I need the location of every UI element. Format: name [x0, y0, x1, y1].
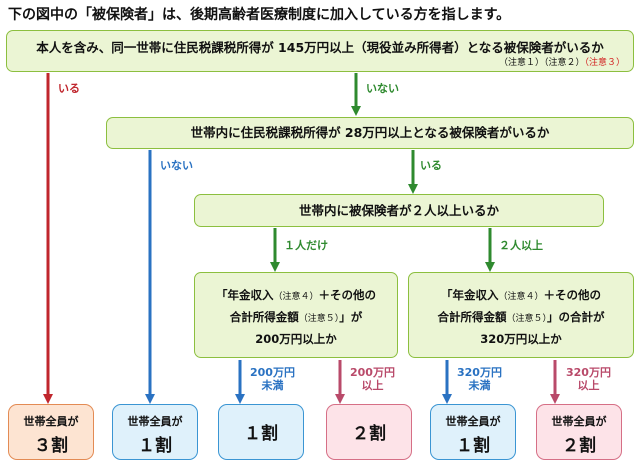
label-q4-over: 200万円 以上 [350, 366, 395, 392]
q4-note-4: （注意４） [273, 292, 319, 302]
question-4-box: 「年金収入（注意４）＋その他の 合計所得金額（注意５）」が 200万円以上か [194, 272, 398, 358]
label-q4-under-word: 未満 [261, 379, 284, 392]
label-q1-no: いない [366, 82, 399, 95]
result-2-line-1: 世帯全員が [127, 415, 183, 428]
q4-text-b: ＋その他の [318, 288, 377, 302]
q5-text-b: ＋その他の [543, 288, 602, 302]
question-3-text: 世帯内に被保険者が２人以上いるか [298, 203, 499, 218]
question-4-line-3: 200万円以上か [255, 332, 337, 346]
result-box-4: ２割 [326, 404, 412, 460]
label-q4-over-amount: 200万円 [350, 366, 395, 379]
label-q3-two: ２人以上 [499, 239, 543, 252]
result-box-1: 世帯全員が ３割 [8, 404, 94, 460]
result-5-line-1: 世帯全員が [445, 415, 501, 428]
q5-note-4: （注意４） [498, 292, 544, 302]
result-1-line-2: ３割 [34, 436, 68, 456]
q4-text-c: 合計所得金額 [229, 310, 299, 324]
note-3: （注意３） [584, 58, 625, 68]
q5-text-d: 」の合計が [547, 310, 605, 324]
question-3-box: 世帯内に被保険者が２人以上いるか [194, 194, 604, 227]
result-6-line-1: 世帯全員が [551, 415, 607, 428]
question-1-notes: （注意１）（注意２）（注意３） [499, 55, 625, 68]
label-q5-under-amount: 320万円 [457, 366, 502, 379]
question-4-line-1: 「年金収入（注意４）＋その他の [195, 285, 397, 307]
result-box-3: １割 [218, 404, 304, 460]
question-5-line-2: 合計所得金額（注意５）」の合計が [409, 307, 633, 329]
question-1-text: 本人を含み、同一世帯に住民税課税所得が 145万円以上（現役並み所得者）となる被… [36, 40, 604, 55]
q5-text-c: 合計所得金額 [437, 310, 507, 324]
label-q2-no: いない [160, 159, 193, 172]
result-6-line-2: ２割 [562, 436, 596, 456]
q4-text-d: 」が [339, 310, 363, 324]
q4-text-a: 「年金収入 [215, 288, 274, 302]
label-q5-over: 320万円 以上 [566, 366, 611, 392]
q5-text-a: 「年金収入 [440, 288, 499, 302]
q5-note-5: （注意５） [506, 314, 547, 324]
label-q5-under: 320万円 未満 [457, 366, 502, 392]
label-q5-over-amount: 320万円 [566, 366, 611, 379]
question-4-line-2: 合計所得金額（注意５）」が [195, 307, 397, 329]
result-4-text: ２割 [352, 424, 386, 444]
note-2: （注意２） [543, 58, 585, 68]
intro-text: 下の図中の「被保険者」は、後期高齢者医療制度に加入している方を指します。 [8, 7, 511, 23]
label-q4-under: 200万円 未満 [250, 366, 295, 392]
question-5-box: 「年金収入（注意４）＋その他の 合計所得金額（注意５）」の合計が 320万円以上… [408, 272, 634, 358]
result-5-line-2: １割 [456, 436, 490, 456]
note-1: （注意１） [498, 58, 544, 68]
question-2-box: 世帯内に住民税課税所得が 28万円以上となる被保険者がいるか [106, 117, 634, 149]
question-5-line-3: 320万円以上か [480, 332, 562, 346]
result-box-5: 世帯全員が １割 [430, 404, 516, 460]
label-q5-over-word: 以上 [577, 379, 600, 392]
label-q5-under-word: 未満 [468, 379, 491, 392]
result-1-line-1: 世帯全員が [23, 415, 79, 428]
question-5-line-1: 「年金収入（注意４）＋その他の [409, 285, 633, 307]
result-box-6: 世帯全員が ２割 [536, 404, 622, 460]
question-2-text: 世帯内に住民税課税所得が 28万円以上となる被保険者がいるか [190, 125, 550, 140]
label-q4-over-word: 以上 [361, 379, 384, 392]
result-box-2: 世帯全員が １割 [112, 404, 198, 460]
q4-note-5: （注意５） [298, 314, 340, 324]
label-q2-yes: いる [420, 159, 442, 172]
label-q4-under-amount: 200万円 [250, 366, 295, 379]
result-3-text: １割 [244, 424, 278, 444]
result-2-line-2: １割 [138, 436, 172, 456]
label-q1-yes: いる [58, 82, 80, 95]
question-1-box: 本人を含み、同一世帯に住民税課税所得が 145万円以上（現役並み所得者）となる被… [6, 30, 634, 72]
label-q3-one: １人だけ [284, 239, 328, 252]
